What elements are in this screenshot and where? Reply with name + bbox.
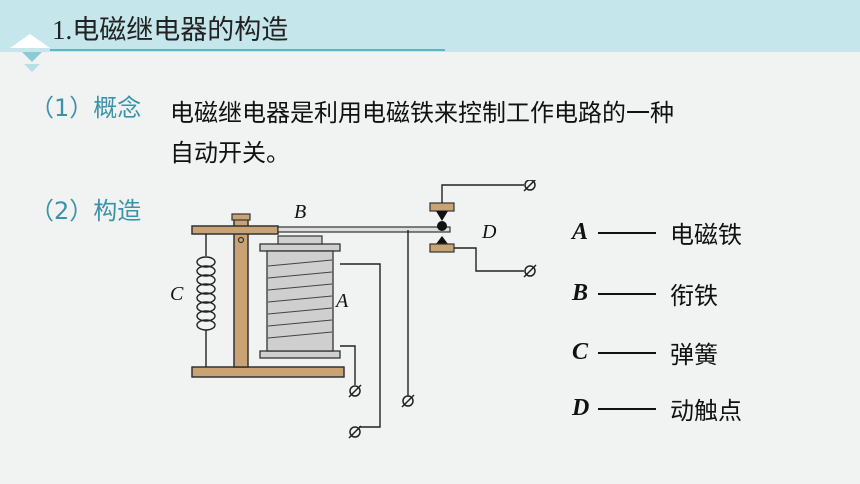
structure-label: （2）构造 [30,197,142,225]
electromagnet-a [259,235,341,359]
legend-name: 动触点 [670,396,742,425]
legend-key: B [572,279,589,306]
legend-key: A [572,218,589,245]
legend-dash [598,408,656,410]
support-post [233,215,249,368]
legend-dash [598,352,656,354]
label-a: A [334,290,349,312]
header-decoration-icon [10,34,50,72]
terminal-icons [348,180,537,439]
legend-row-d: D 动触点 [572,392,742,425]
legend-row-b: B 衔铁 [572,277,718,310]
legend-row-a: A 电磁铁 [572,216,742,249]
page-title: 1.电磁继电器的构造 [52,15,289,46]
coil-wires [340,230,409,428]
legend-name: 电磁铁 [670,220,742,249]
armature-b [277,226,451,233]
header-band [0,0,860,52]
base-plate [191,366,345,378]
spring-c [196,234,216,367]
contacts-d [429,184,524,272]
legend-key: C [572,338,589,365]
concept-text-line-1: 电磁继电器是利用电磁铁来控制工作电路的一种 [170,99,674,127]
pivot-icon [237,236,245,244]
legend-key: D [572,394,590,421]
relay-diagram: B D C A [170,180,537,439]
legend-dash [598,232,656,234]
lever-arm [191,225,279,235]
header-underline [50,49,445,51]
concept-text: 电磁继电器是利用电磁铁来控制工作电路的一种 自动开关。 [170,93,790,173]
legend-name: 弹簧 [670,340,718,369]
label-d: D [481,221,497,243]
legend-dash [598,293,656,295]
concept-label: （1）概念 [30,94,142,122]
label-b: B [294,201,306,223]
legend-row-c: C 弹簧 [572,336,718,369]
label-c: C [170,283,184,305]
legend-name: 衔铁 [670,281,718,310]
concept-text-line-2: 自动开关。 [170,139,290,167]
